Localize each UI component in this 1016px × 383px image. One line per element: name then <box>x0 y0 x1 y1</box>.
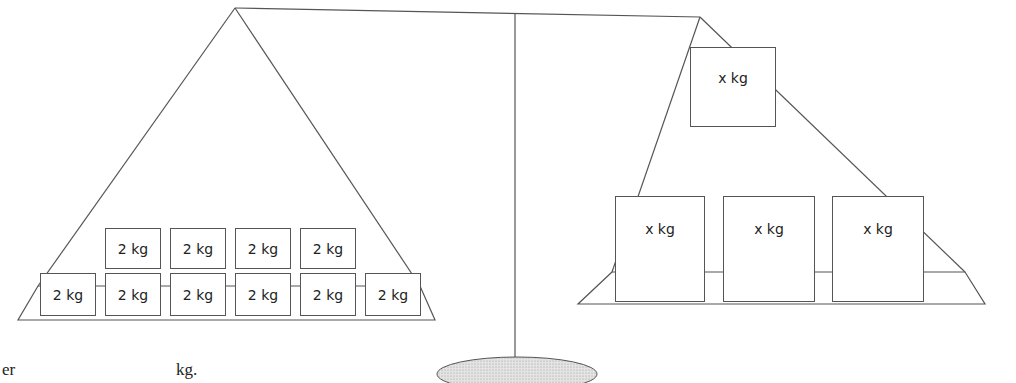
weight-box: 2 kg <box>40 273 96 316</box>
weight-box: 2 kg <box>365 273 421 316</box>
weight-box: 2 kg <box>170 228 226 269</box>
weight-label: x kg <box>718 70 748 86</box>
question-text: kg. <box>176 360 197 380</box>
weight-label: x kg <box>754 221 784 237</box>
weight-box: 2 kg <box>300 228 356 269</box>
hanger <box>38 8 235 286</box>
scale-base <box>437 357 597 383</box>
beam <box>235 8 700 17</box>
weight-box: 2 kg <box>170 273 226 316</box>
weight-box: 2 kg <box>235 228 291 269</box>
weight-label: 2 kg <box>118 287 148 303</box>
weight-label: 2 kg <box>53 287 83 303</box>
hanger <box>235 8 420 286</box>
weight-label: 2 kg <box>183 287 213 303</box>
weight-label: 2 kg <box>118 241 148 257</box>
weight-label: x kg <box>645 221 675 237</box>
weight-label: 2 kg <box>248 241 278 257</box>
weight-box: 2 kg <box>105 228 161 269</box>
weight-label: x kg <box>863 221 893 237</box>
weight-label: 2 kg <box>378 287 408 303</box>
weight-box: 2 kg <box>300 273 356 316</box>
weight-box: x kg <box>832 196 924 302</box>
weight-label: 2 kg <box>248 287 278 303</box>
question-text: er <box>2 360 15 380</box>
weight-box: x kg <box>690 47 776 127</box>
weight-label: 2 kg <box>313 241 343 257</box>
weight-label: 2 kg <box>313 287 343 303</box>
weight-box: x kg <box>615 196 705 302</box>
post <box>514 13 515 374</box>
weight-box: 2 kg <box>105 273 161 316</box>
weight-label: 2 kg <box>183 241 213 257</box>
weight-box: x kg <box>723 196 815 302</box>
weight-box: 2 kg <box>235 273 291 316</box>
